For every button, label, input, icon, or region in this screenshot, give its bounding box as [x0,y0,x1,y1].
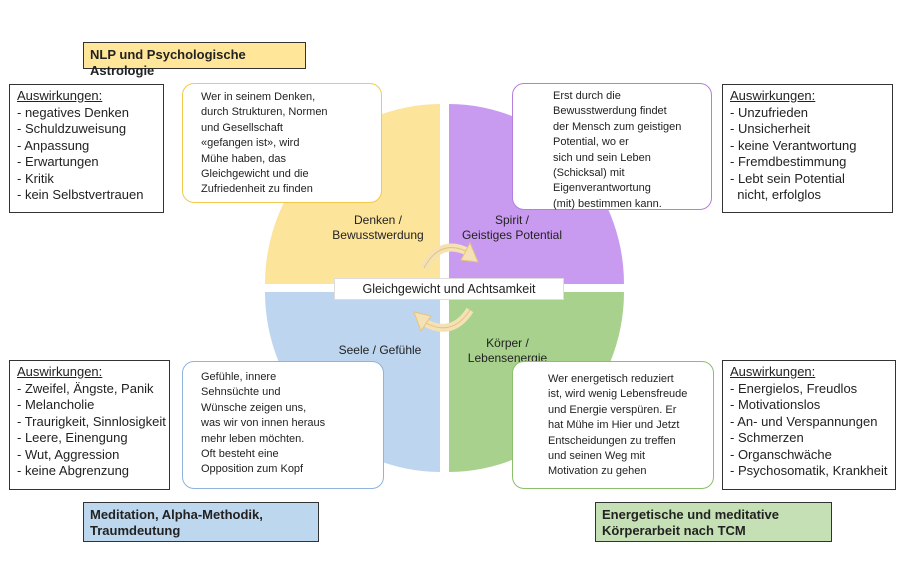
center-label: Gleichgewicht und Achtsamkeit [334,278,564,300]
description-denken: Wer in seinem Denken, durch Strukturen, … [182,83,382,203]
quadrant-label-spirit-line1: Spirit / [494,213,529,227]
effects-title: Auswirkungen: [730,364,816,379]
list-item: - Schuldzuweisung [17,121,127,136]
description-seele: Gefühle, innere Sehnsüchte und Wünsche z… [182,361,384,489]
list-item: - Psychosomatik, Krankheit [730,463,888,478]
quadrant-label-denken: Denken / Bewusstwerdung [318,213,438,243]
list-item: - Anpassung [17,137,90,153]
quadrant-label-denken-line2: Bewusstwerdung [332,228,424,242]
quadrant-label-spirit: Spirit / Geistiges Potential [452,213,572,243]
label-nlp-astrologie: NLP und Psychologische Astrologie [83,42,306,78]
description-spirit: Erst durch die Bewusstwerdung findet der… [512,83,712,210]
list-item: - Zweifel, Ängste, Panik [17,380,154,396]
list-item: - Schmerzen [730,430,804,445]
effects-box-bottom-right: Auswirkungen: - Energielos, Freudlos - M… [722,360,896,490]
label-meditation: Meditation, Alpha-Methodik, Traumdeutung [83,502,319,542]
effects-list: - Energielos, Freudlos - Motivationslos … [730,381,888,480]
effects-box-bottom-left: Auswirkungen: - Zweifel, Ängste, Panik -… [9,360,170,490]
effects-list: - negatives Denken - Schuldzuweisung - A… [17,105,156,204]
list-item: - keine Abgrenzung [17,463,130,478]
list-item: - Motivationslos [730,397,821,412]
list-item: - Wut, Aggression [17,446,120,462]
list-item: nicht, erfolglos [730,187,822,202]
list-item: - negatives Denken [17,104,130,120]
list-item: - Energielos, Freudlos [730,380,858,396]
list-item: - kein Selbstvertrauen [17,187,144,202]
effects-list: - Zweifel, Ängste, Panik - Melancholie -… [17,380,166,480]
list-item: - Fremdbestimmung [730,154,847,169]
quadrant-label-spirit-line2: Geistiges Potential [461,228,563,242]
list-item: - Unzufrieden [730,104,809,120]
quadrant-label-seele: Seele / Gefühle [320,343,440,358]
list-item: - An- und Verspannungen [730,413,878,429]
quadrant-label-seele-line1: Seele / Gefühle [338,343,422,357]
effects-list: - Unzufrieden - Unsicherheit - keine Ver… [730,105,885,204]
cycle-arrow-bottom-icon [413,307,474,333]
list-item: - Unsicherheit [730,121,811,136]
quadrant-label-koerper-line1: Körper / [486,336,529,350]
effects-title: Auswirkungen: [17,364,103,379]
list-item: - Leere, Einengung [17,430,128,445]
list-item: - Lebt sein Potential [730,170,845,186]
cycle-arrow-top-icon [420,241,479,271]
description-koerper: Wer energetisch reduziert ist, wird weni… [512,361,714,489]
list-item: - Traurigkeit, Sinnlosigkeit [17,413,166,429]
list-item: - Erwartungen [17,154,99,169]
list-item: - Kritik [17,170,54,186]
quadrant-label-denken-line1: Denken / [353,213,403,227]
list-item: - Organschwäche [730,446,832,462]
list-item: - Melancholie [17,397,95,412]
effects-box-top-left: Auswirkungen: - negatives Denken - Schul… [9,84,164,213]
effects-title: Auswirkungen: [17,88,103,103]
effects-title: Auswirkungen: [730,88,816,103]
list-item: - keine Verantwortung [730,137,857,153]
label-koerperarbeit: Energetische und meditative Körperarbeit… [595,502,832,542]
effects-box-top-right: Auswirkungen: - Unzufrieden - Unsicherhe… [722,84,893,213]
